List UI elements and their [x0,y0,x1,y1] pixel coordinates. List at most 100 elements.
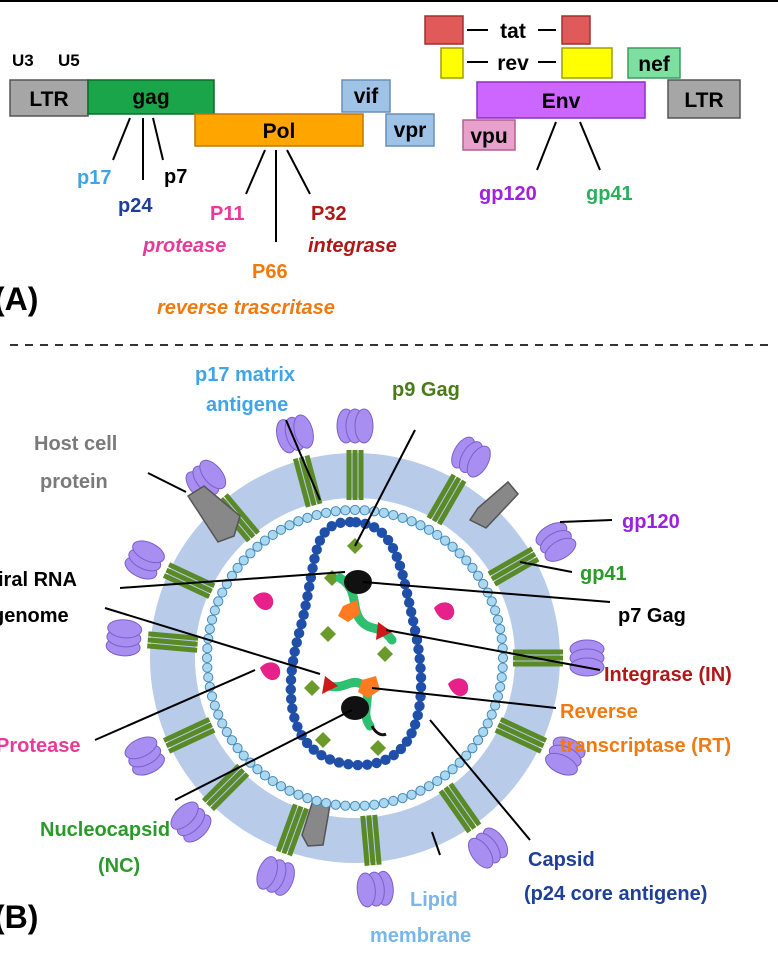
envelope-spikes [105,408,605,908]
matrix-bead [202,643,213,654]
matrix-bead [206,691,218,702]
matrix-bead [439,770,451,781]
capsid-bead [311,544,322,555]
rna-genome-label-2: genome [0,605,69,627]
envelope-spike [105,619,199,657]
matrix-bead [201,652,213,664]
matrix-bead [217,718,228,729]
matrix-bead [221,578,232,590]
capsid-bead [324,754,336,765]
matrix-bead [495,681,506,692]
matrix-bead [259,535,271,546]
matrix-bead [238,555,249,566]
capsid-bead [308,744,319,755]
host-cell-label-1: Host cell [34,433,117,455]
matrix-bead [496,672,507,683]
matrix-bead [359,800,370,811]
matrix-bead [349,800,361,812]
matrix-bead [454,548,465,559]
capsid-bead [296,618,307,630]
capsid-bead [414,700,425,712]
capsid-bead [333,757,345,768]
capsid-bead [303,581,315,593]
matrix-bead [378,507,389,518]
capsid-bead [376,527,388,539]
capsid-bead [292,721,303,732]
env-box [476,81,646,119]
capsid-bead [352,759,363,771]
capsid-bead [382,534,394,546]
matrix-bead [467,742,478,754]
p17-matrix-label-2: antigene [206,394,288,416]
matrix-bead [213,596,224,607]
p32-protein-label: P32 [311,203,347,225]
matrix-bead [415,785,426,796]
matrix-bead [432,775,443,787]
matrix-bead [497,652,509,664]
matrix-bead [406,516,417,527]
matrix-bead [495,624,506,635]
rt-label-2: transcriptase (RT) [560,735,731,757]
capsid-bead [314,535,326,546]
leader-lines [94,419,613,856]
capsid-bead [289,646,300,657]
matrix-bead [232,562,243,574]
nucleocapsid-label-1: Nucleocapsid [40,819,170,841]
capsid-bead [300,600,311,611]
panel-a-label: (A) [0,281,38,317]
capsid-bead [350,517,362,528]
capsid-bead [362,759,373,770]
matrix-bead [447,764,458,775]
capsid-bead [409,719,421,730]
matrix-bead [267,529,278,541]
tat-box-1 [424,15,464,45]
lipid-membrane-label-2: membrane [370,925,471,947]
rna-genome-label-1: iral RNA [0,569,77,591]
gp41-label: gp41 [580,563,627,585]
capsid-bead [391,551,403,563]
host-cell-label-2: protein [40,471,108,493]
host-cell-protein-bottom [301,799,331,847]
matrix-bead [492,614,504,625]
envelope-spike [276,414,323,508]
matrix-bead [311,509,322,521]
rna-genome-complex [322,570,397,737]
p17-protein-label: p17 [77,167,111,189]
capsid-bead [395,743,407,755]
protease-molecules [253,592,469,697]
p17-matrix-label-1: p17 matrix [195,364,295,386]
matrix-bead [311,795,322,807]
capsid-bead [371,757,382,769]
matrix-bead [202,662,213,673]
vif-label: vif [354,85,380,108]
matrix-bead [478,578,489,590]
matrix-bead [439,535,451,546]
matrix-bead [330,799,341,810]
matrix-bead [496,633,507,644]
matrix-bead [213,709,224,720]
matrix-bead [478,726,489,738]
env-label: Env [542,90,581,113]
capsid-bead [407,616,419,627]
matrix-bead [267,775,278,787]
capsid-bead [394,560,406,572]
matrix-bead [293,789,304,800]
matrix-bead [482,718,493,729]
matrix-bead [217,587,228,598]
matrix-bead [209,605,220,616]
rt-label-1: Reverse [560,701,638,723]
capsid-bead [285,674,297,686]
matrix-bead [330,506,341,517]
p11-protein-label: P11 [210,203,244,225]
u3-label: U3 [12,51,34,70]
capsid-bead [387,542,399,554]
matrix-bead [432,529,443,541]
matrix-bead [204,624,215,635]
p24-protein-label: p24 [118,195,153,217]
capsid-bead [415,681,427,693]
matrix-bead [472,570,484,581]
matrix-bead [302,793,313,804]
panel-b-label: (B) [0,899,38,935]
matrix-ring [201,504,509,812]
